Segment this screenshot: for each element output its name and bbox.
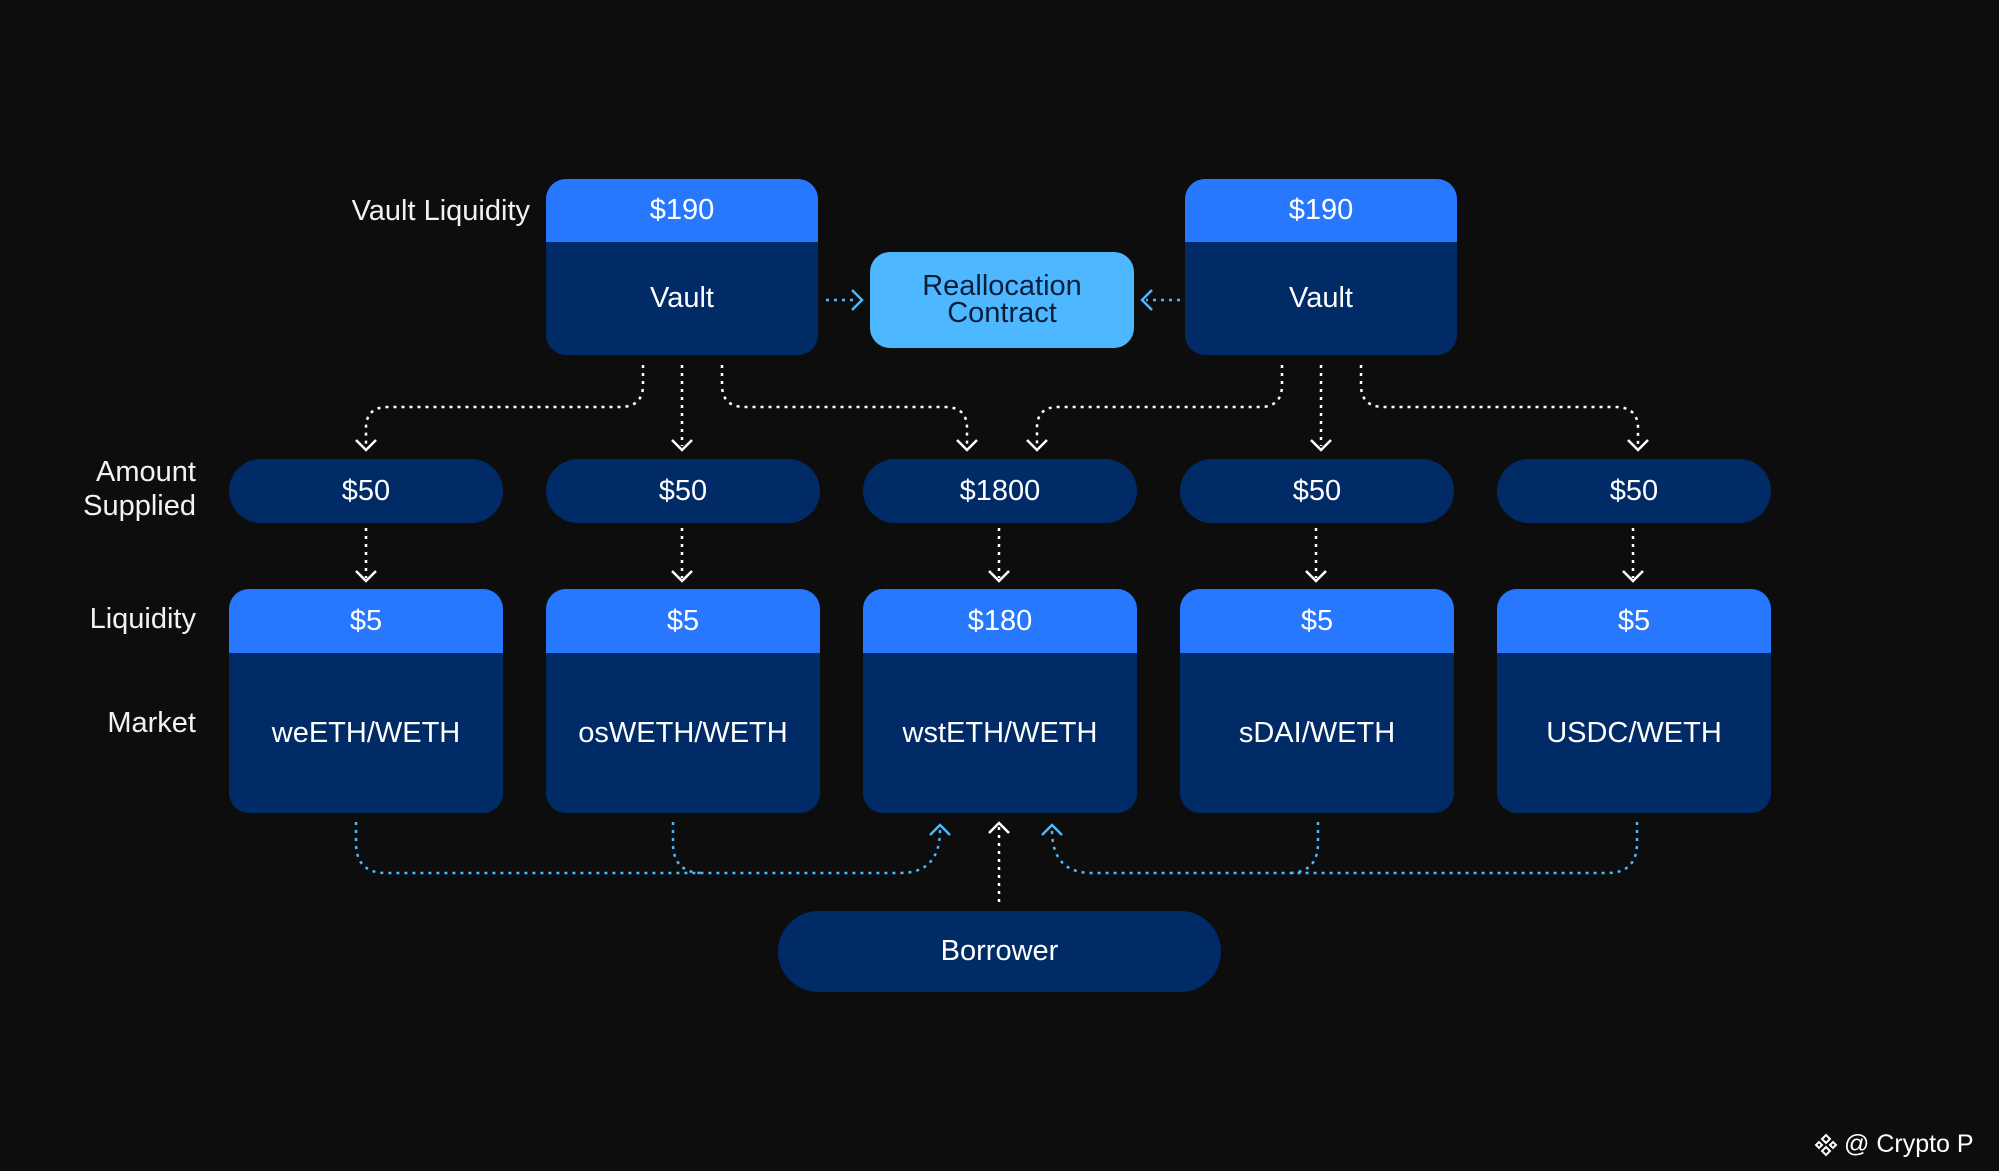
market-name: osWETH/WETH bbox=[578, 716, 788, 749]
vault-liquidity-value: $190 bbox=[546, 179, 818, 242]
reallocation-connectors bbox=[826, 289, 1180, 311]
label-vault-liquidity: Vault Liquidity bbox=[351, 195, 530, 227]
supplied-pill-1: $50 bbox=[229, 459, 503, 523]
supplied-pill-4: $50 bbox=[1180, 459, 1454, 523]
vault-name: Vault bbox=[650, 282, 714, 314]
market-name: sDAI/WETH bbox=[1238, 716, 1396, 749]
supplied-pill-5: $50 bbox=[1497, 459, 1771, 523]
watermark-text: @ Crypto P bbox=[1844, 1130, 1974, 1158]
connector-vault2-market5 bbox=[1359, 365, 1640, 446]
market-liquidity-value: $5 bbox=[546, 589, 820, 653]
supplied-connectors bbox=[364, 528, 1635, 578]
borrower-white-connector bbox=[988, 821, 1010, 902]
market-liquidity-value: $180 bbox=[863, 589, 1137, 653]
vault1-connectors bbox=[364, 365, 969, 446]
label-market: Market bbox=[107, 707, 196, 739]
vault-box-1: $190 Vault bbox=[546, 179, 818, 355]
supplied-pill-3: $1800 bbox=[863, 459, 1137, 523]
supplied-pill-2: $50 bbox=[546, 459, 820, 523]
borrower-blue-arrowheads bbox=[929, 823, 1063, 836]
reallocation-contract: Reallocation Contract bbox=[870, 252, 1134, 348]
market-box-4: $5 sDAI/WETH bbox=[1180, 589, 1454, 813]
market-liquidity-value: $5 bbox=[229, 589, 503, 653]
borrower-box: Borrower bbox=[778, 911, 1221, 992]
market-name: USDC/WETH bbox=[1546, 716, 1722, 749]
watermark: @ Crypto P bbox=[1814, 1130, 1974, 1159]
label-liquidity: Liquidity bbox=[89, 603, 196, 635]
label-amount-line2: Supplied bbox=[83, 490, 196, 522]
supplied-arrowheads bbox=[355, 570, 1644, 583]
vault-arrowheads bbox=[355, 439, 1649, 452]
market-box-5: $5 USDC/WETH bbox=[1497, 589, 1771, 813]
label-amount-supplied: Amount Supplied bbox=[40, 455, 196, 523]
market-liquidity-value: $5 bbox=[1497, 589, 1771, 653]
connector-vault1-market3 bbox=[720, 365, 969, 446]
connector-vault1-market1 bbox=[364, 365, 645, 446]
market-liquidity-value: $5 bbox=[1180, 589, 1454, 653]
market-name: weETH/WETH bbox=[271, 716, 461, 749]
market-box-1: $5 weETH/WETH bbox=[229, 589, 503, 813]
market-name: wstETH/WETH bbox=[902, 716, 1098, 749]
vault-box-2: $190 Vault bbox=[1185, 179, 1457, 355]
reallocation-line2: Contract bbox=[947, 297, 1057, 329]
borrower-blue-connectors bbox=[354, 822, 1639, 875]
vault-name: Vault bbox=[1289, 282, 1353, 314]
vault-liquidity-value: $190 bbox=[1185, 179, 1457, 242]
binance-logo-icon bbox=[1814, 1133, 1838, 1156]
market-box-3: $180 wstETH/WETH bbox=[863, 589, 1137, 813]
market-box-2: $5 osWETH/WETH bbox=[546, 589, 820, 813]
connector-vault2-market3 bbox=[1035, 365, 1284, 446]
vault2-connectors bbox=[1035, 365, 1640, 446]
label-amount-line1: Amount bbox=[96, 456, 196, 488]
reallocation-line1: Reallocation bbox=[922, 270, 1082, 302]
